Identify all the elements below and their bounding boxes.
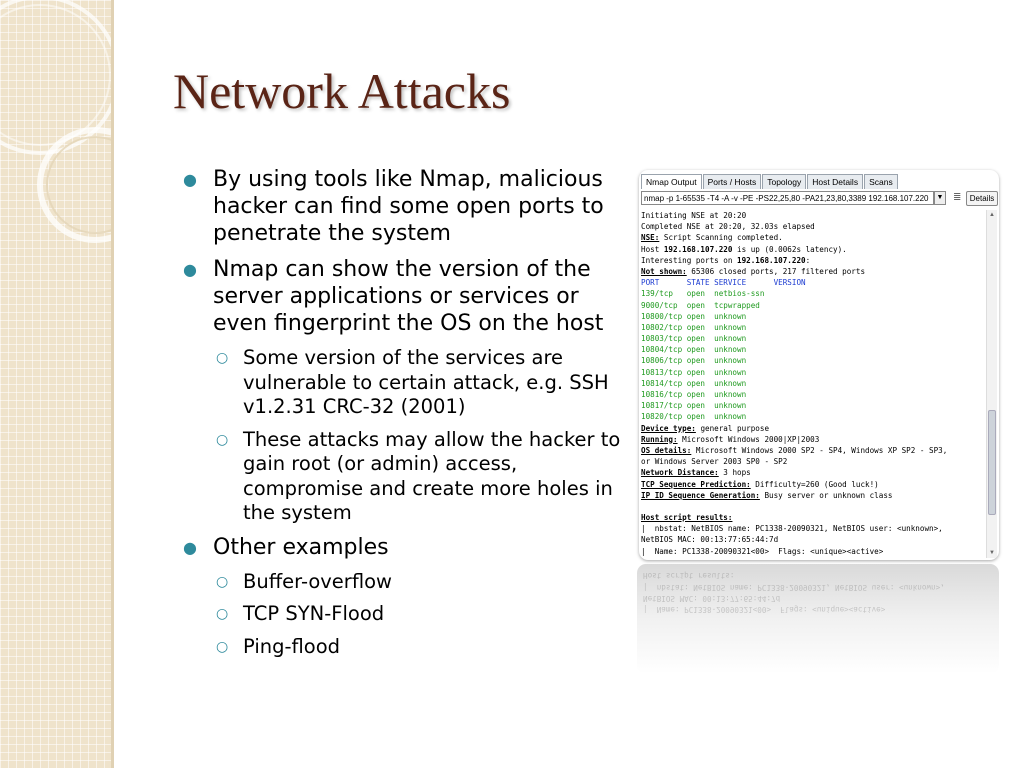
- sub-bullet-item: ○ These attacks may allow the hacker to g…: [183, 428, 628, 526]
- output-scrollbar[interactable]: ▲ ▼: [986, 210, 997, 558]
- output-line: 10803/tcp open unknown: [641, 334, 747, 344]
- sub-bullet-item: ○ Buffer-overflow: [183, 570, 628, 595]
- output-line: TCP Sequence Prediction: Difficulty=260 …: [641, 479, 879, 489]
- bullet-text: Other examples: [213, 534, 389, 560]
- output-line: or Windows Server 2003 SP0 - SP2: [641, 457, 788, 467]
- bullet-list: ● By using tools like Nmap, malicious hac…: [183, 166, 628, 659]
- sub-bullet-text: Some version of the services are vulnera…: [243, 346, 609, 418]
- tab-scans[interactable]: Scans: [864, 174, 898, 189]
- output-label: Not shown:: [641, 266, 687, 276]
- circle-bullet-icon: ○: [216, 573, 229, 590]
- output-line: Completed NSE at 20:20, 32.03s elapsed: [641, 222, 815, 232]
- output-line: Running: Microsoft Windows 2000|XP|2003: [641, 434, 820, 444]
- bullet-text: Nmap can show the version of the server …: [213, 257, 604, 336]
- output-line: OS details: Microsoft Windows 2000 SP2 -…: [641, 445, 948, 455]
- output-label: IP ID Sequence Generation:: [641, 490, 760, 500]
- tab-ports-hosts[interactable]: Ports / Hosts: [702, 174, 762, 189]
- output-line: NetBIOS MAC: 00:13:77:65:44:7d: [641, 535, 779, 545]
- output-line: 9000/tcp open tcpwrapped: [641, 300, 760, 310]
- sub-bullet-item: ○ TCP SYN-Flood: [183, 602, 628, 627]
- details-button[interactable]: Details: [966, 191, 998, 206]
- output-label: Device type:: [641, 423, 696, 433]
- scrollbar-thumb[interactable]: [988, 410, 996, 515]
- circle-bullet-icon: ○: [216, 431, 229, 448]
- bullet-item: ● By using tools like Nmap, malicious hac…: [183, 166, 628, 247]
- output-line: Host script results:: [641, 512, 986, 523]
- sub-bullet-text: Buffer-overflow: [243, 569, 392, 593]
- output-line: | Name: PC1338-20090321<00> Flags: <uniq…: [641, 546, 884, 556]
- output-line: 10804/tcp open unknown: [641, 345, 747, 355]
- command-select[interactable]: nmap -p 1-65535 -T4 -A -v -PE -PS22,25,8…: [641, 191, 934, 205]
- output-line: 10806/tcp open unknown: [641, 356, 747, 366]
- bullet-dot-icon: ●: [183, 170, 197, 189]
- nmap-screenshot: Nmap Output Ports / Hosts Topology Host …: [639, 170, 999, 560]
- output-line: 10813/tcp open unknown: [641, 367, 747, 377]
- output-line: Not shown: 65306 closed ports, 217 filte…: [641, 266, 866, 276]
- screenshot-reflection: | Name: PC1338-20090321<00> Flags: <uniq…: [637, 564, 999, 674]
- sub-bullet-text: Ping-flood: [243, 634, 341, 658]
- menu-icon[interactable]: ≣: [953, 192, 962, 203]
- sub-bullet-item: ○ Ping-flood: [183, 635, 628, 660]
- output-line: IP ID Sequence Generation: Busy server o…: [641, 490, 893, 500]
- bullet-dot-icon: ●: [183, 260, 197, 279]
- bullet-item: ● Other examples: [183, 534, 628, 561]
- output-line: Device type: general purpose: [641, 423, 770, 433]
- output-line: 139/tcp open netbios-ssn: [641, 289, 765, 299]
- decorative-circles: [0, 0, 113, 243]
- output-line: Network Distance: 3 hops: [641, 468, 751, 478]
- output-line: [641, 501, 986, 512]
- output-ip: 192.168.107.220: [737, 255, 806, 265]
- tab-host-details[interactable]: Host Details: [807, 174, 864, 189]
- output-line: NSE: Script Scanning completed.: [641, 233, 783, 243]
- tab-topology[interactable]: Topology: [762, 174, 807, 189]
- decorative-side-panel: [0, 0, 113, 768]
- output-line: Interesting ports on 192.168.107.220:: [641, 255, 811, 265]
- output-label: Running:: [641, 434, 678, 444]
- nmap-tab-bar: Nmap Output Ports / Hosts Topology Host …: [641, 174, 899, 189]
- bullet-dot-icon: ●: [183, 537, 197, 557]
- output-line: 10820/tcp open unknown: [641, 412, 747, 422]
- output-label: TCP Sequence Prediction:: [641, 479, 751, 489]
- circle-bullet-icon: ○: [216, 606, 229, 622]
- output-label: NSE:: [641, 233, 660, 243]
- output-line: 10800/tcp open unknown: [641, 311, 747, 321]
- tab-nmap-output[interactable]: Nmap Output: [641, 174, 702, 189]
- output-line: Host 192.168.107.220 is up (0.0062s late…: [641, 244, 847, 254]
- slide-body: ● By using tools like Nmap, malicious hac…: [183, 166, 628, 667]
- bullet-item: ● Nmap can show the version of the server…: [183, 256, 628, 337]
- output-line: 10816/tcp open unknown: [641, 390, 747, 399]
- scroll-down-icon[interactable]: ▼: [989, 550, 995, 556]
- output-line: 10802/tcp open unknown: [641, 322, 747, 332]
- output-label: OS details:: [641, 445, 692, 455]
- output-line: PORT STATE SERVICE VERSION: [641, 278, 806, 288]
- dropdown-arrow-icon[interactable]: ▼: [934, 191, 946, 205]
- scroll-up-icon[interactable]: ▲: [989, 212, 995, 218]
- reflection-text: | Name: PC1338-20090321<00> Flags: <uniq…: [643, 571, 945, 614]
- output-line: 10817/tcp open unknown: [641, 401, 747, 411]
- output-label: Network Distance:: [641, 468, 719, 478]
- sub-bullet-text: These attacks may allow the hacker to ga…: [243, 427, 621, 525]
- output-ip: 192.168.107.220: [663, 244, 733, 254]
- output-label: Host script results:: [641, 513, 733, 523]
- sub-bullet-text: TCP SYN-Flood: [243, 602, 385, 625]
- command-row: nmap -p 1-65535 -T4 -A -v -PE -PS22,25,8…: [641, 191, 998, 207]
- side-panel-edge: [111, 0, 114, 768]
- sub-bullet-item: ○ Some version of the services are vulner…: [183, 346, 628, 420]
- output-line: | nbstat: NetBIOS name: PC1338-20090321,…: [641, 524, 943, 534]
- output-line: Initiating NSE at 20:20: [641, 211, 747, 220]
- circle-bullet-icon: ○: [216, 350, 229, 366]
- bullet-text: By using tools like Nmap, malicious hack…: [213, 167, 604, 246]
- output-line: 10814/tcp open unknown: [641, 378, 747, 388]
- circle-bullet-icon: ○: [216, 638, 229, 655]
- slide-title: Network Attacks: [173, 63, 511, 119]
